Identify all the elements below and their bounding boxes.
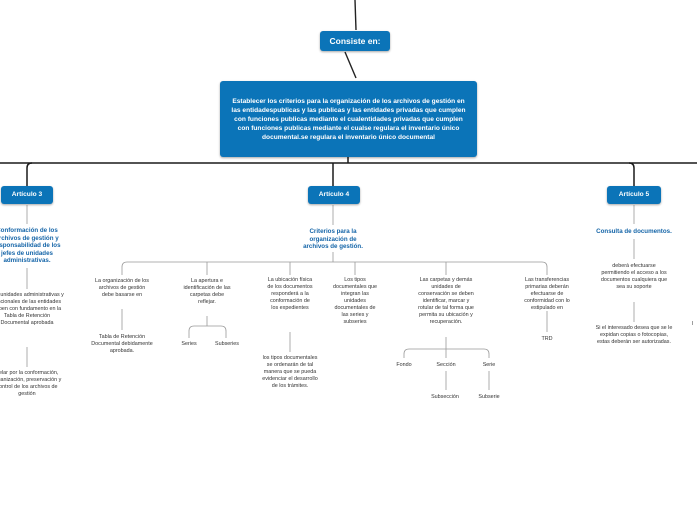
a4-criterion-node-2a[interactable]: Series (181, 341, 197, 347)
a4-criterion-node-3a[interactable]: los tipos documentales se ordenarán de t… (262, 355, 318, 389)
a4-criterion-node-5a[interactable]: Fondo (396, 362, 412, 368)
a4-heading-node[interactable]: Criterios para la organización de archiv… (303, 228, 363, 250)
a4-criterion-node-2[interactable]: La apertura e identificación de las carp… (183, 278, 231, 305)
cut-off-node-text: l (692, 321, 694, 327)
a4-criterion-node-4[interactable]: Los tipos documentales que integran las … (332, 277, 378, 325)
a4-criterion-node-5d[interactable]: Subsección (431, 394, 459, 400)
articulo-3-node[interactable]: Artículo 3 (1, 186, 53, 204)
a3-text-node-1[interactable]: Las unidades administrativas y funcional… (0, 292, 64, 326)
a5-text-node-1[interactable]: deberá efectuarse permitiendo el acceso … (600, 263, 668, 290)
a3-text-node-2[interactable]: Velar por la conformación, organización,… (0, 370, 62, 397)
a5-text-node-2[interactable]: Si el interesado desea que se le expidan… (595, 325, 673, 345)
a4-criterion-node-5b[interactable]: Sección (436, 362, 456, 368)
a4-criterion-node-5e[interactable]: Subserie (478, 394, 500, 400)
main-concept-text: Establecer los criterios para la organiz… (231, 97, 466, 141)
articulo-5-node[interactable]: Artículo 5 (607, 186, 661, 204)
a5-heading-node[interactable]: Consulta de documentos. (596, 228, 672, 235)
a4-criterion-node-2b[interactable]: Subseries (215, 341, 239, 347)
a4-criterion-node-1[interactable]: La organización de los archivos de gesti… (95, 278, 149, 298)
a4-criterion-node-5[interactable]: Las carpetas y demás unidades de conserv… (418, 277, 474, 325)
a4-criterion-node-3[interactable]: La ubicación física de los documentos re… (267, 277, 313, 311)
a4-criterion-node-6[interactable]: Las transferencias primarias deberán efe… (524, 277, 570, 311)
a4-criterion-node-5c[interactable]: Serie (482, 362, 496, 368)
consiste-en-node[interactable]: Consiste en: (320, 31, 390, 51)
main-concept-node[interactable]: Establecer los criterios para la organiz… (220, 81, 477, 157)
articulo-4-node[interactable]: Artículo 4 (308, 186, 360, 204)
a3-heading-node[interactable]: Conformación de los archivos de gestión … (0, 227, 61, 264)
a4-criterion-node-6a[interactable]: TRD (541, 336, 553, 342)
a4-criterion-node-1a[interactable]: Tabla de Retención Documental debidament… (91, 334, 153, 354)
